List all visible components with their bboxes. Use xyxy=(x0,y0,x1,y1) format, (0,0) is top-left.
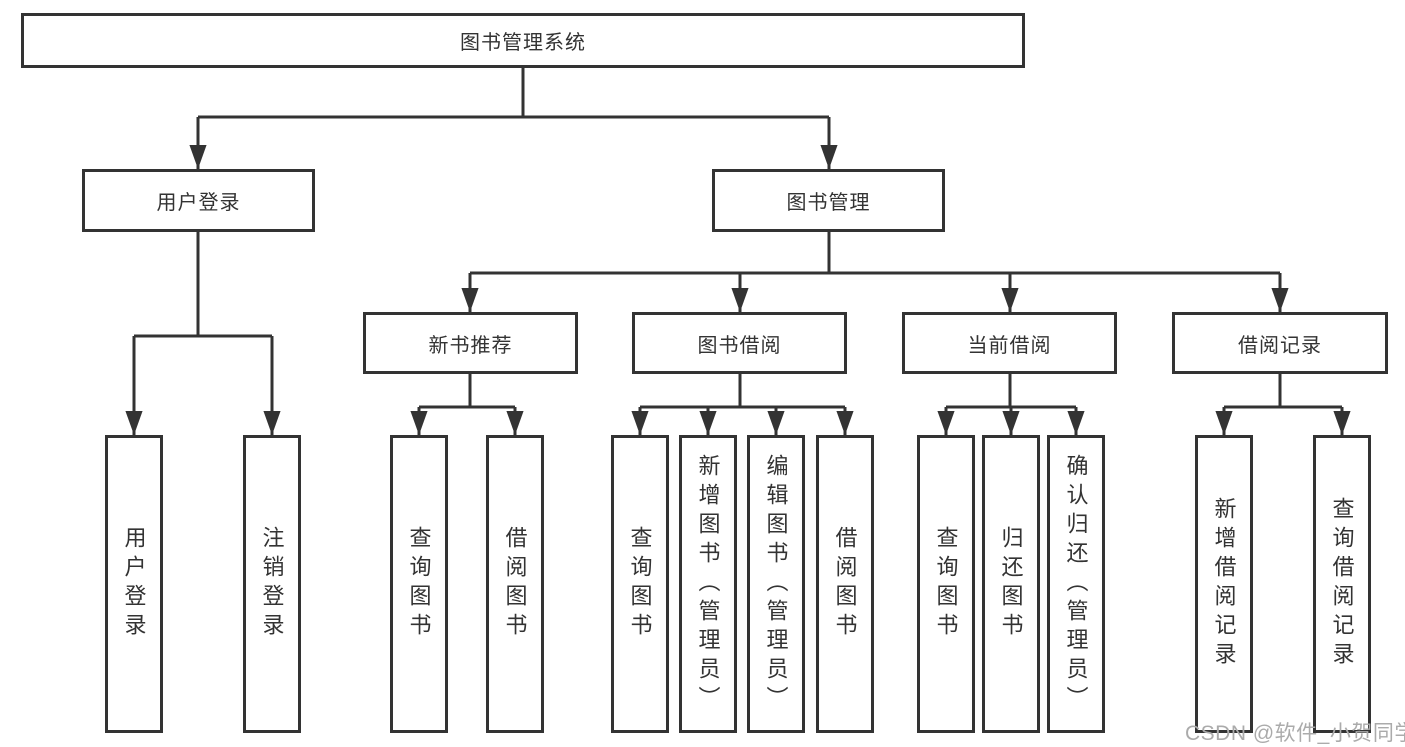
leaf-logout-label: 注销登录 xyxy=(259,526,285,642)
leaf-add-borrow-record: 新增借阅记录 xyxy=(1195,435,1253,733)
leaf-edit-books-admin-label: 编辑图书（管理员） xyxy=(763,453,789,715)
leaf-current-query-books: 查询图书 xyxy=(917,435,975,733)
leaf-borrow-books-label: 借阅图书 xyxy=(832,526,858,642)
node-borrow-records-label: 借阅记录 xyxy=(1238,334,1322,357)
leaf-borrow-query-books: 查询图书 xyxy=(611,435,669,733)
node-new-book-recommend: 新书推荐 xyxy=(363,312,578,374)
watermark: CSDN @软件_小贺同学 xyxy=(1185,722,1405,745)
leaf-borrow-books: 借阅图书 xyxy=(816,435,874,733)
leaf-confirm-return-admin-label: 确认归还（管理员） xyxy=(1063,453,1089,715)
leaf-current-query-books-label: 查询图书 xyxy=(933,526,959,642)
node-book-management-label: 图书管理 xyxy=(786,192,871,214)
leaf-query-borrow-record-label: 查询借阅记录 xyxy=(1329,497,1355,671)
leaf-borrow-query-books-label: 查询图书 xyxy=(627,526,653,642)
leaf-query-borrow-record: 查询借阅记录 xyxy=(1313,435,1371,733)
node-current-borrow-label: 当前借阅 xyxy=(967,334,1052,357)
node-book-borrow: 图书借阅 xyxy=(632,312,847,374)
leaf-confirm-return-admin: 确认归还（管理员） xyxy=(1047,435,1105,733)
leaf-recommend-query-books-label: 查询图书 xyxy=(406,526,432,642)
node-root-library-system: 图书管理系统 xyxy=(21,13,1025,68)
leaf-edit-books-admin: 编辑图书（管理员） xyxy=(747,435,805,733)
leaf-return-books-label: 归还图书 xyxy=(998,526,1024,642)
leaf-add-books-admin: 新增图书（管理员） xyxy=(679,435,737,733)
leaf-logout: 注销登录 xyxy=(243,435,301,733)
leaf-recommend-borrow-books-label: 借阅图书 xyxy=(502,526,528,642)
leaf-user-login: 用户登录 xyxy=(105,435,163,733)
node-current-borrow: 当前借阅 xyxy=(902,312,1117,374)
node-book-borrow-label: 图书借阅 xyxy=(697,334,782,357)
leaf-add-borrow-record-label: 新增借阅记录 xyxy=(1211,497,1237,671)
leaf-user-login-label: 用户登录 xyxy=(121,526,147,642)
leaf-return-books: 归还图书 xyxy=(982,435,1040,733)
node-root-label: 图书管理系统 xyxy=(460,32,586,54)
node-book-management: 图书管理 xyxy=(712,169,945,232)
leaf-recommend-query-books: 查询图书 xyxy=(390,435,448,733)
leaf-add-books-admin-label: 新增图书（管理员） xyxy=(695,453,721,715)
node-user-login: 用户登录 xyxy=(82,169,315,232)
node-user-login-label: 用户登录 xyxy=(156,192,241,214)
node-new-book-recommend-label: 新书推荐 xyxy=(428,334,513,357)
node-borrow-records: 借阅记录 xyxy=(1172,312,1388,374)
leaf-recommend-borrow-books: 借阅图书 xyxy=(486,435,544,733)
